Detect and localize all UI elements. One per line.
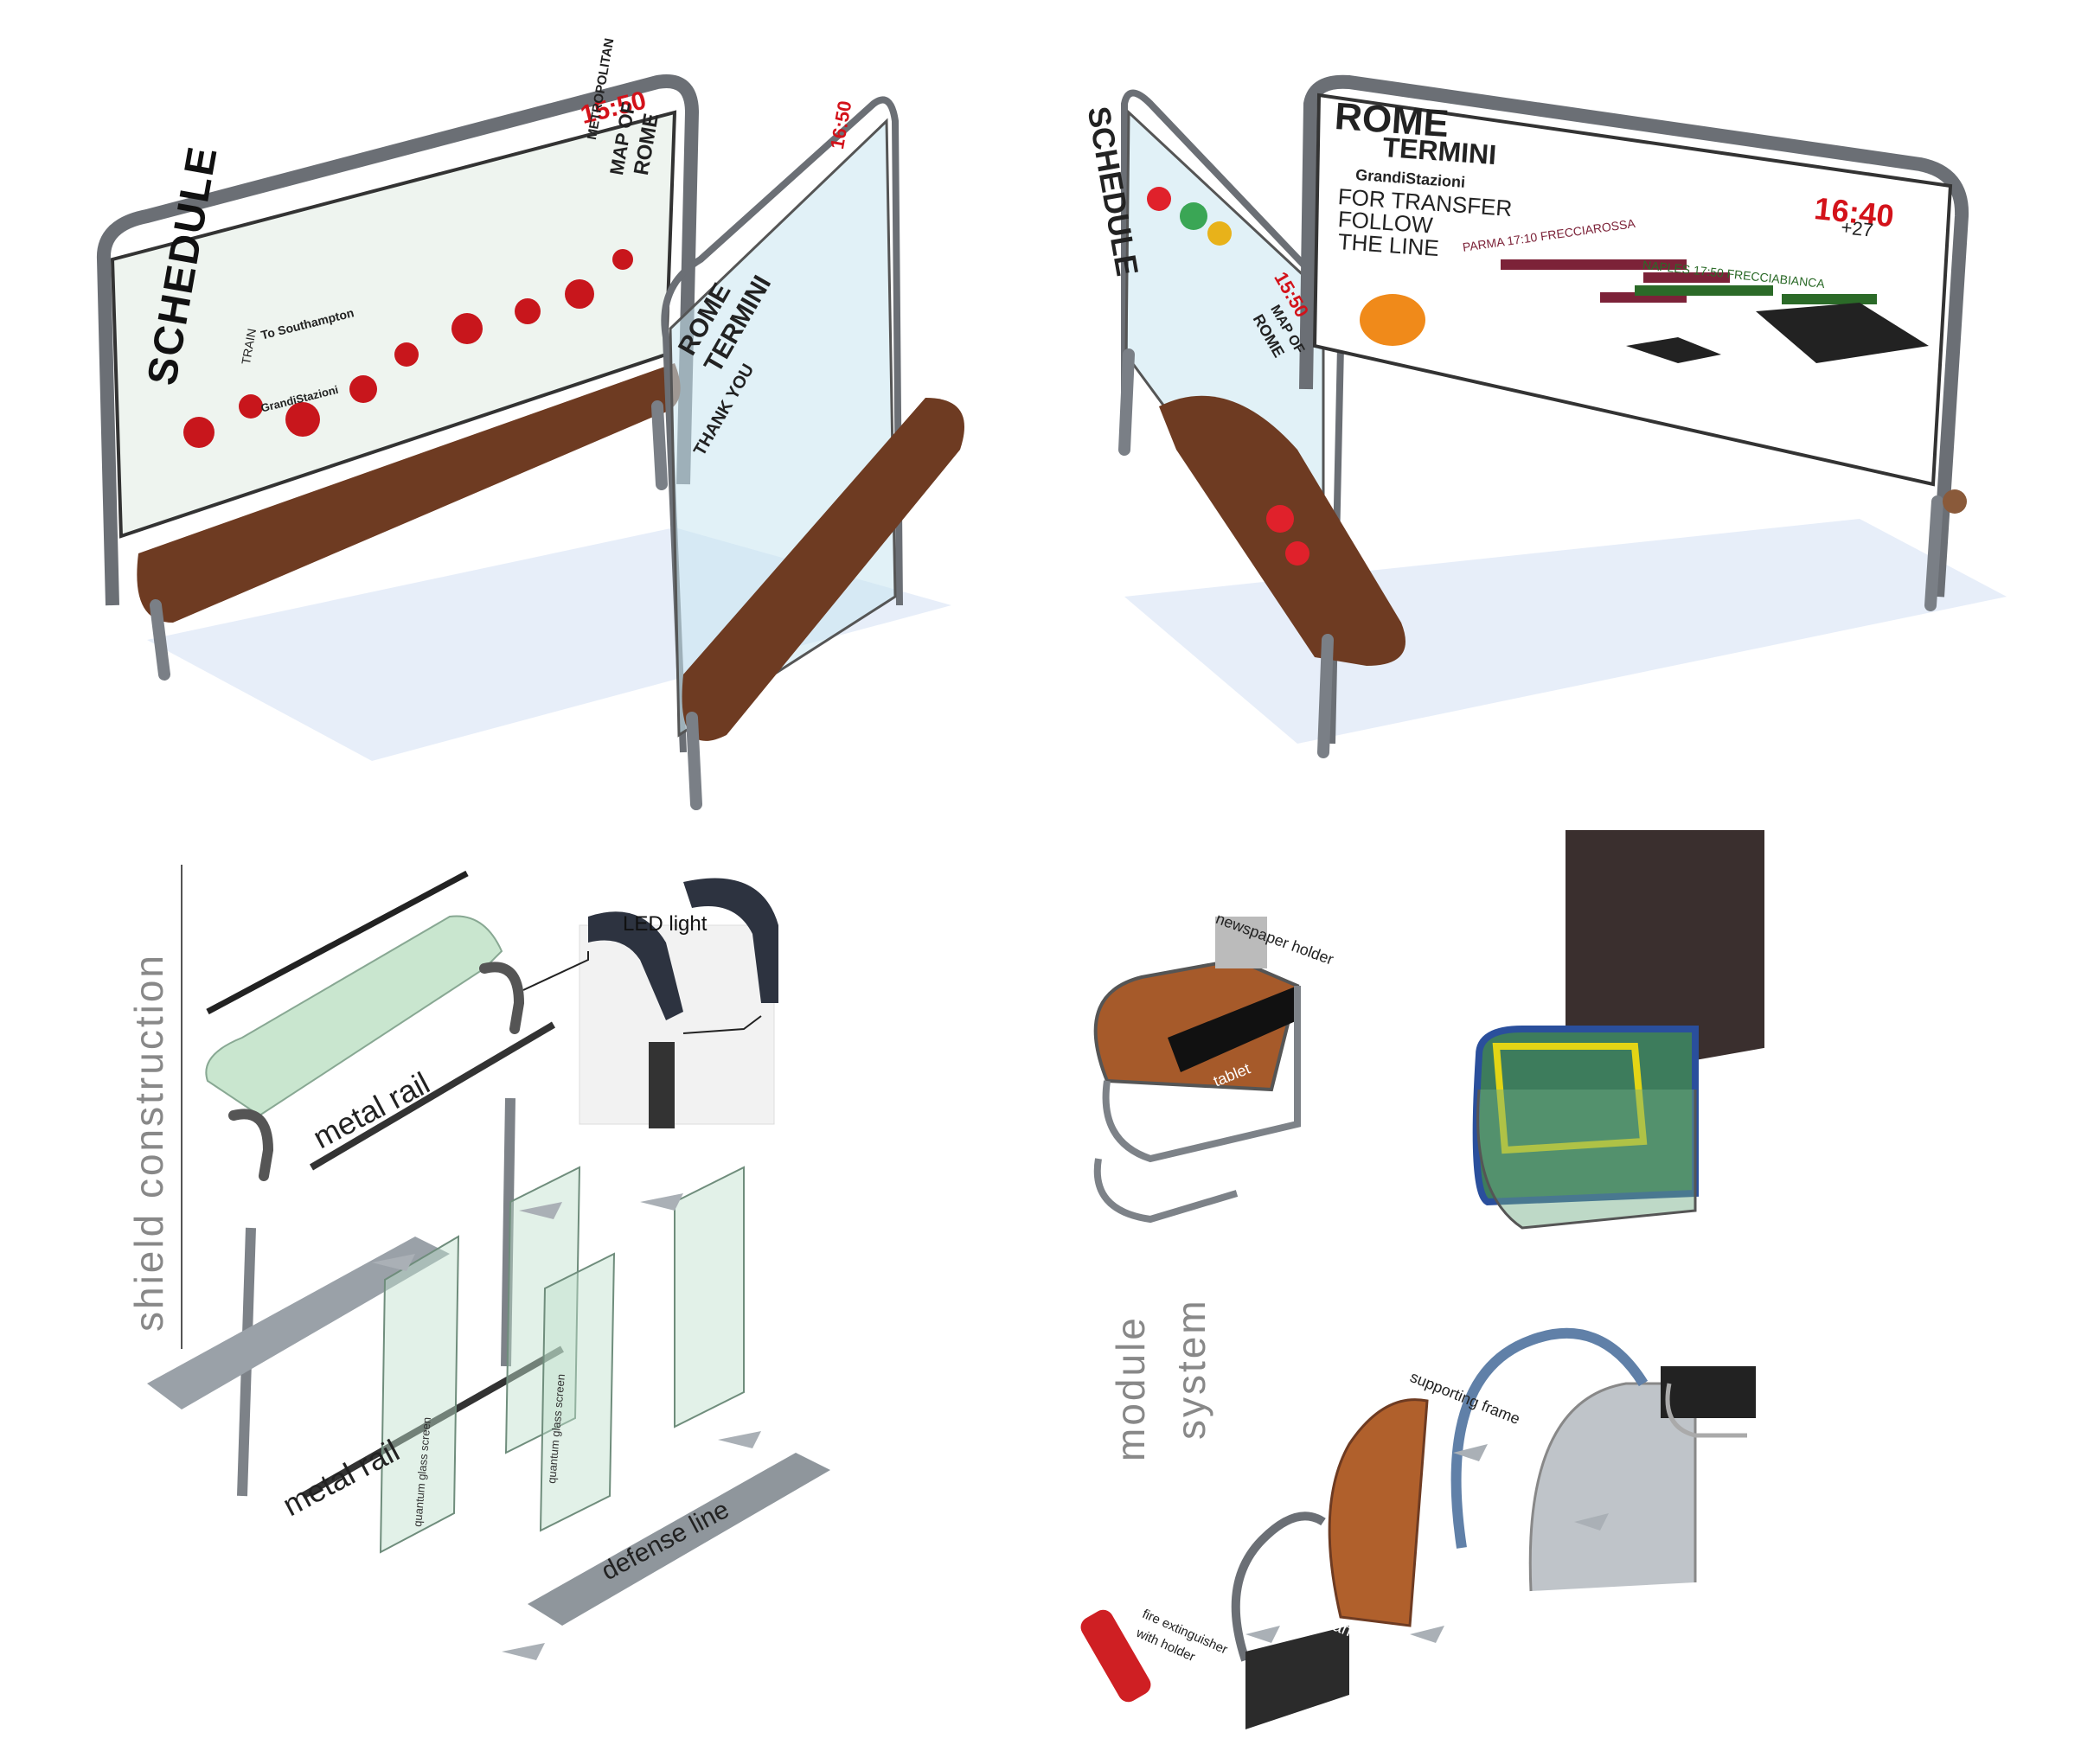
bench-b: [661, 96, 964, 810]
bench-a: [96, 74, 699, 681]
module-diagram: [1080, 830, 1764, 1729]
module-title-2: system: [1169, 1298, 1213, 1440]
bench-d: [1299, 74, 1969, 611]
shield-title: shield construction: [126, 953, 171, 1332]
led-light-label: LED light: [623, 912, 708, 936]
sign-d-temp: +27: [1840, 216, 1875, 241]
module-title-1: module: [1108, 1315, 1153, 1461]
benches-rendering: [96, 74, 2007, 810]
shield-diagram: [147, 865, 830, 1660]
